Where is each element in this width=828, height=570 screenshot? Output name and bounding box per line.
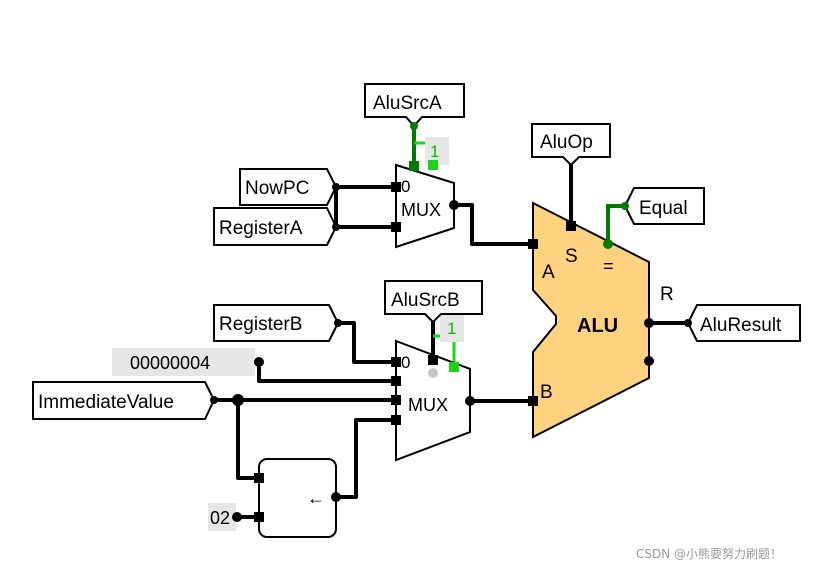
pin-immediatevalue[interactable]: ImmediateValue [32,381,216,420]
pin-equal[interactable]: Equal [623,187,705,225]
watermark: CSDN @小熊要努力刷题！ [636,546,782,561]
mux-b-pin-0 [391,357,401,367]
mux-a-sel-pin-light [428,160,438,170]
constant-two-pin [232,512,242,522]
shifter[interactable]: ← [254,458,341,538]
constant-four-pin [254,357,264,367]
constant-two[interactable]: 02 [208,503,242,531]
pin-registerb-box[interactable] [213,304,340,342]
shifter-pin-amt [254,512,264,522]
pin-aluresult[interactable]: AluResult [686,304,801,342]
mux-b[interactable]: MUX 0 [391,339,475,462]
pin-registerb-label: RegisterB [219,314,302,335]
constant-four-bg[interactable] [112,348,255,376]
mux-b-sel-pin [428,355,438,365]
wire-equal [606,204,625,244]
pin-alusrcb[interactable]: AluSrcB [384,280,483,324]
dot-immediate [210,396,218,404]
pin-nowpc[interactable]: NowPC [239,168,338,206]
alu-body[interactable] [532,201,650,439]
wire-mux-a-out [454,203,533,246]
wire-const4 [257,362,396,383]
alu-pin-eq [603,239,613,249]
constant-four[interactable]: 00000004 [112,348,264,376]
alu-pin-b [528,396,538,406]
dot-nowpc [332,183,340,191]
mux-b-sel-ghost [428,368,438,378]
wire-registerb [338,321,396,364]
pin-aluop-label: AluOp [540,132,593,153]
dot-registera [332,223,340,231]
pin-alusrca[interactable]: AluSrcA [364,83,465,130]
shifter-symbol: ← [307,488,325,508]
pin-registerb[interactable]: RegisterB [213,304,340,342]
pin-registera-box[interactable] [213,207,338,246]
mux-b-input0: 0 [401,353,410,372]
pin-equal-label: Equal [639,198,688,219]
alu-title: ALU [577,315,618,337]
dot-aluresult [684,319,692,327]
mux-b-label: MUX [408,395,448,415]
pin-immediatevalue-box[interactable] [32,381,216,420]
pin-registera[interactable]: RegisterA [213,207,338,246]
mux-a-sel-pin [409,161,419,171]
alu-pin-extra [644,356,654,366]
pin-aluresult-label: AluResult [700,315,782,336]
pin-registera-label: RegisterA [219,218,303,239]
alu-port-r: R [660,284,674,305]
dot-registerb [334,319,342,327]
dot-immediate-split [232,394,244,406]
mux-a-body[interactable] [395,163,455,249]
alu-pin-s [566,221,576,231]
shifter-pin-in [254,473,264,483]
shifter-pin-out [331,492,341,502]
alu-pin-r [644,318,654,328]
dot-equal [621,202,629,210]
pin-alusrca-label: AluSrcA [373,93,442,114]
alu-port-s: S [565,246,578,267]
mux-b-select-bit-bg [440,314,464,342]
alu-pin-a [528,239,538,249]
mux-b-select-bit: 1 [447,319,456,338]
pin-alusrcb-box[interactable] [384,280,483,324]
pin-equal-box[interactable] [623,187,705,225]
mux-a[interactable]: MUX 0 [391,160,459,249]
mux-b-out-dot [465,396,475,406]
mux-b-pin-1 [391,376,401,386]
mux-a-select-bit: 1 [430,142,439,161]
pin-alusrcb-label: AluSrcB [391,290,460,311]
pin-immediatevalue-label: ImmediateValue [38,392,174,413]
pin-nowpc-box[interactable] [239,168,338,206]
mux-b-pin-2 [391,395,401,405]
constant-two-value: 02 [210,508,230,528]
alu[interactable]: ALU A B S = R [528,201,674,439]
mux-a-pin-1 [391,222,401,232]
pin-nowpc-label: NowPC [245,178,309,199]
pin-aluresult-box[interactable] [686,304,801,342]
alu-port-eq: = [603,256,614,276]
mux-a-pin-0 [391,182,401,192]
mux-a-label: MUX [401,200,441,220]
pin-alusrca-dot [410,122,418,130]
wire-imm-shift [236,400,259,480]
alu-port-b: B [540,382,553,403]
pin-aluop-box[interactable] [531,123,611,167]
pin-aluop[interactable]: AluOp [531,123,611,167]
mux-a-out-dot [449,200,459,210]
mux-b-pin-3 [391,415,401,425]
constant-four-value: 00000004 [130,353,210,373]
mux-b-sel-pin-light [449,362,459,372]
wire-shift-out [336,418,396,499]
alu-port-a: A [542,262,555,283]
constant-two-bg[interactable] [208,503,236,531]
junction-dots [210,183,692,406]
mux-a-input0: 0 [401,177,410,196]
pin-alusrca-box[interactable] [364,83,465,128]
